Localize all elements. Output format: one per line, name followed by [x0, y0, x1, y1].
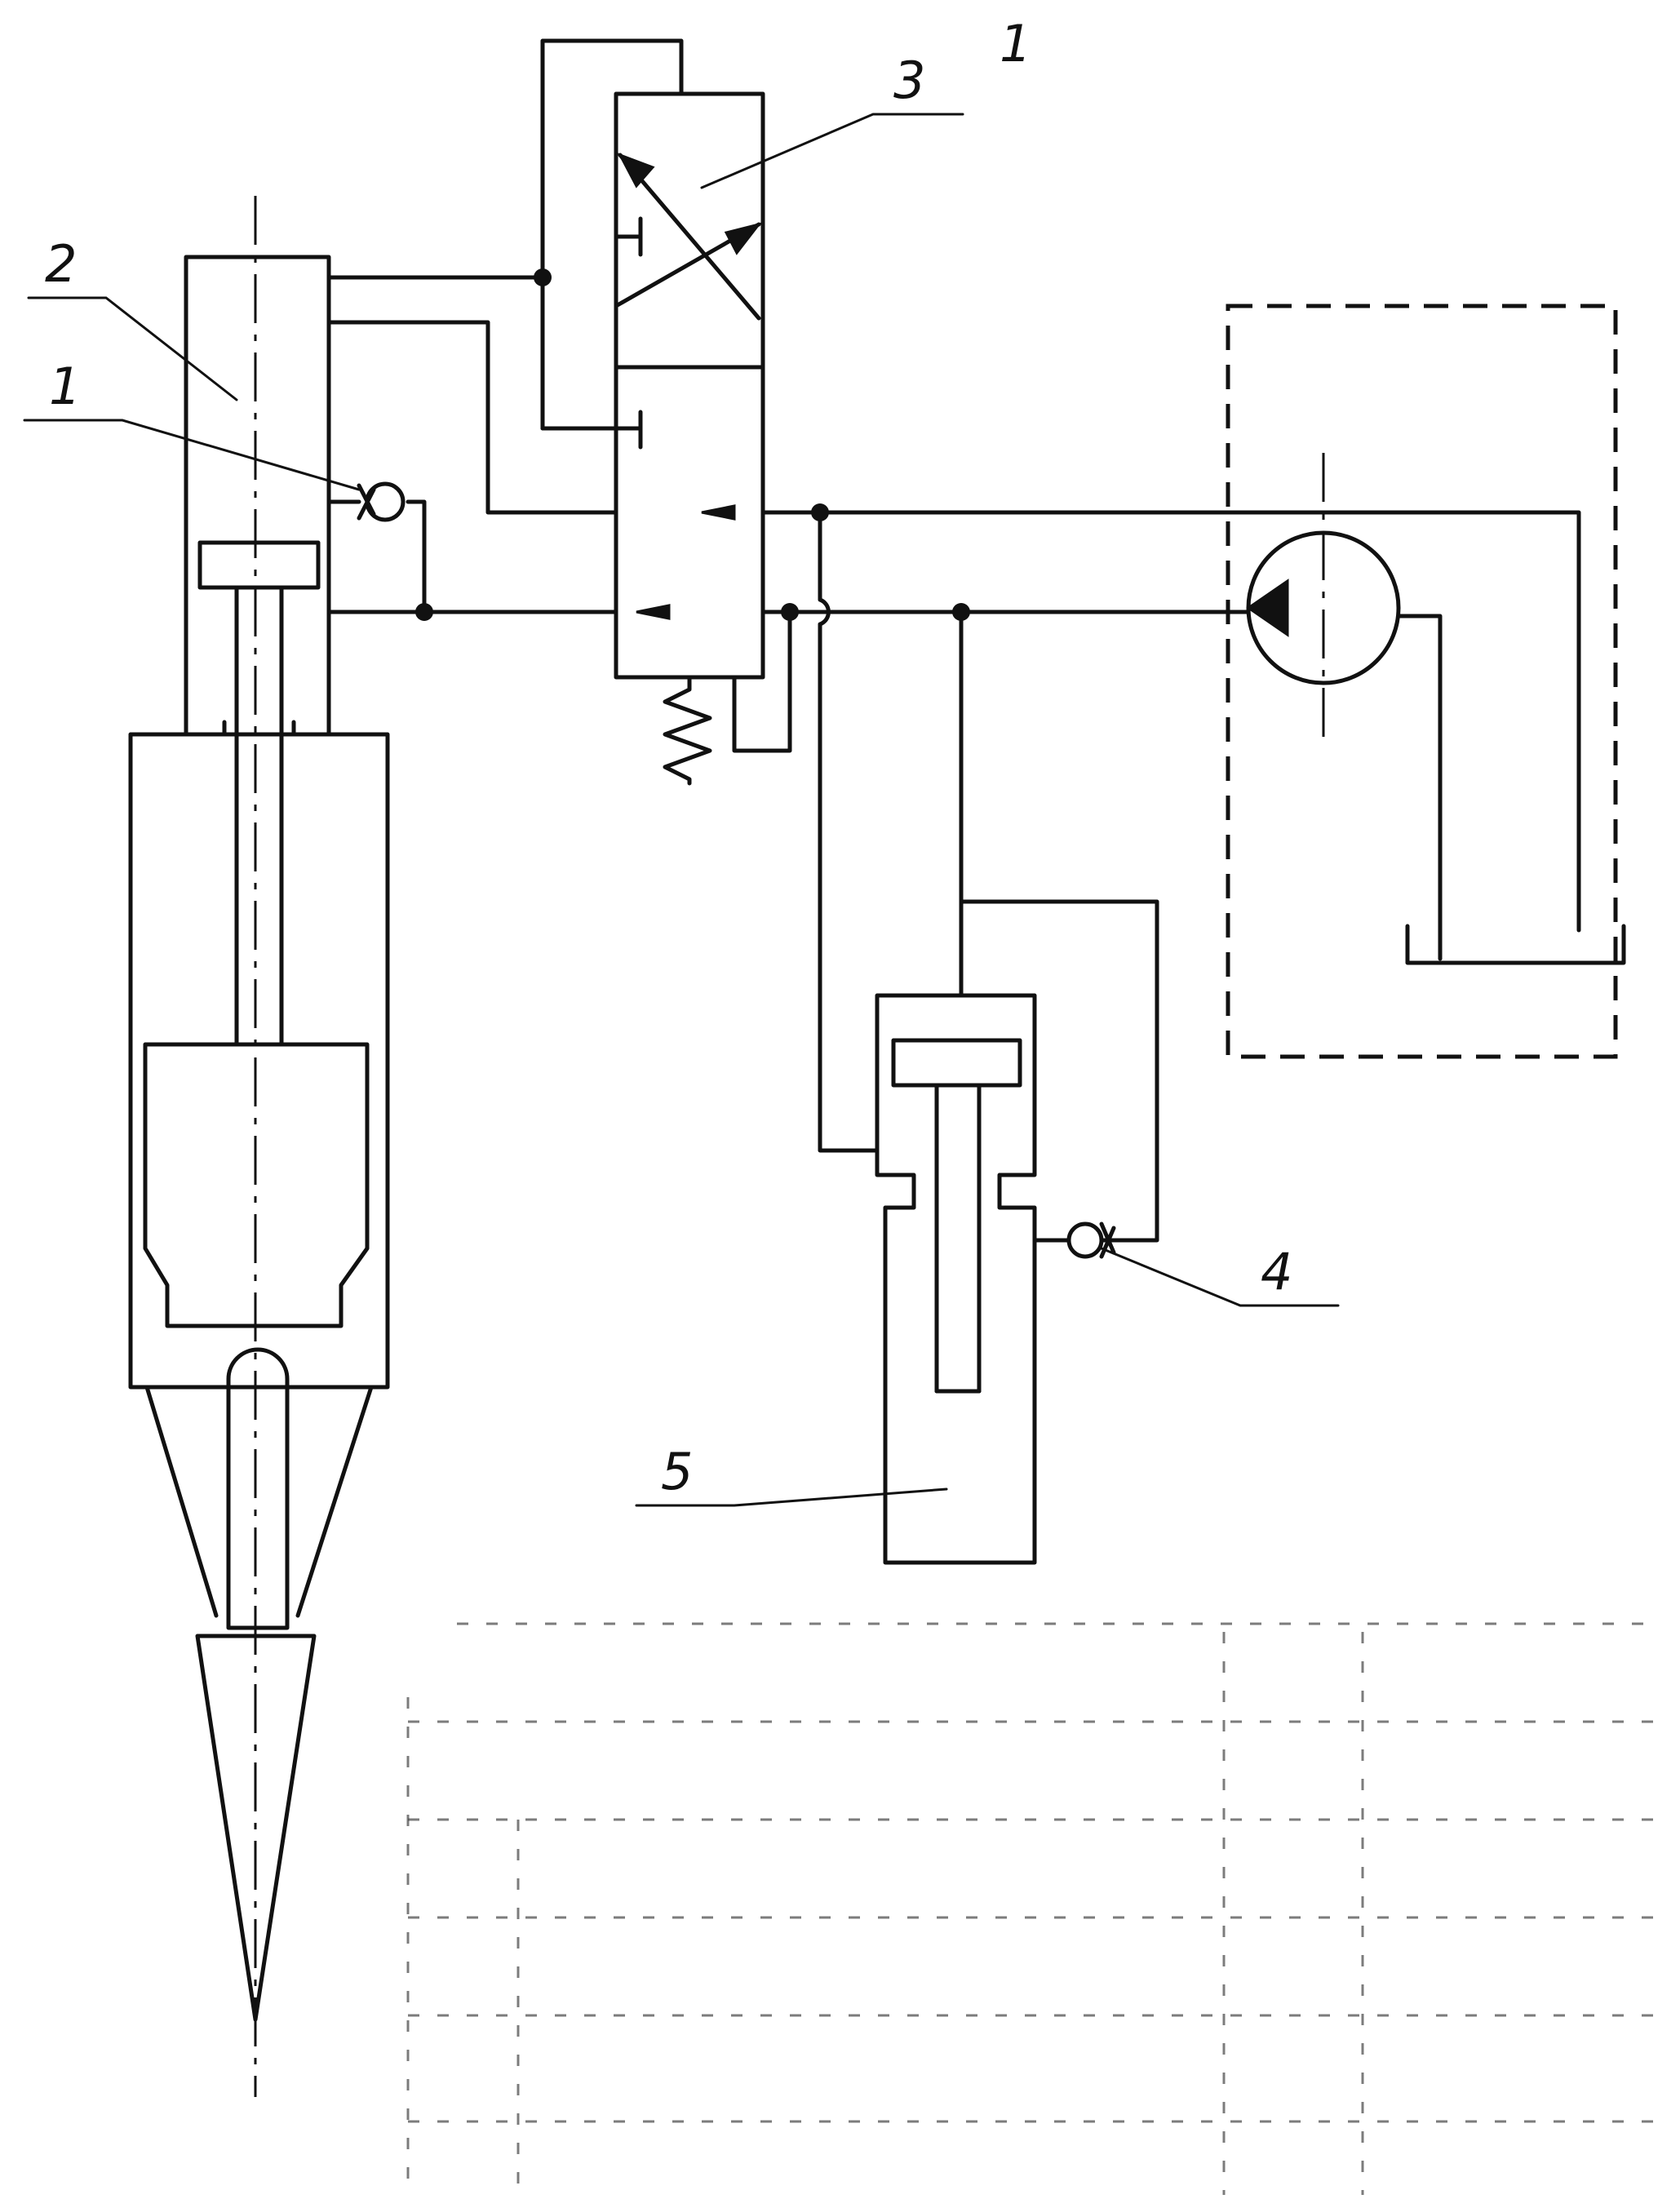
control-valve	[540, 91, 792, 786]
pump-unit	[1226, 304, 1626, 1059]
label-ref-1: 1	[49, 357, 81, 416]
label-ref-4: 4	[1261, 1242, 1292, 1301]
check-valve-1	[357, 481, 406, 522]
label-ref-2: 2	[45, 234, 77, 294]
label-ref-3: 3	[893, 51, 925, 110]
tank-icon	[1405, 924, 1626, 965]
pipework	[326, 38, 1581, 1243]
check-valve-4	[1066, 1221, 1116, 1259]
secondary-cylinder	[875, 993, 1037, 1565]
junctions	[415, 268, 970, 621]
form-grid	[406, 1622, 1656, 2195]
tool-cylinder	[128, 196, 390, 2097]
label-ref-5: 5	[661, 1442, 693, 1501]
sheet-mark: 1	[1000, 14, 1031, 73]
spring-icon	[663, 675, 712, 786]
check-valve-icon	[1066, 1221, 1104, 1259]
leaders	[23, 113, 1340, 1507]
